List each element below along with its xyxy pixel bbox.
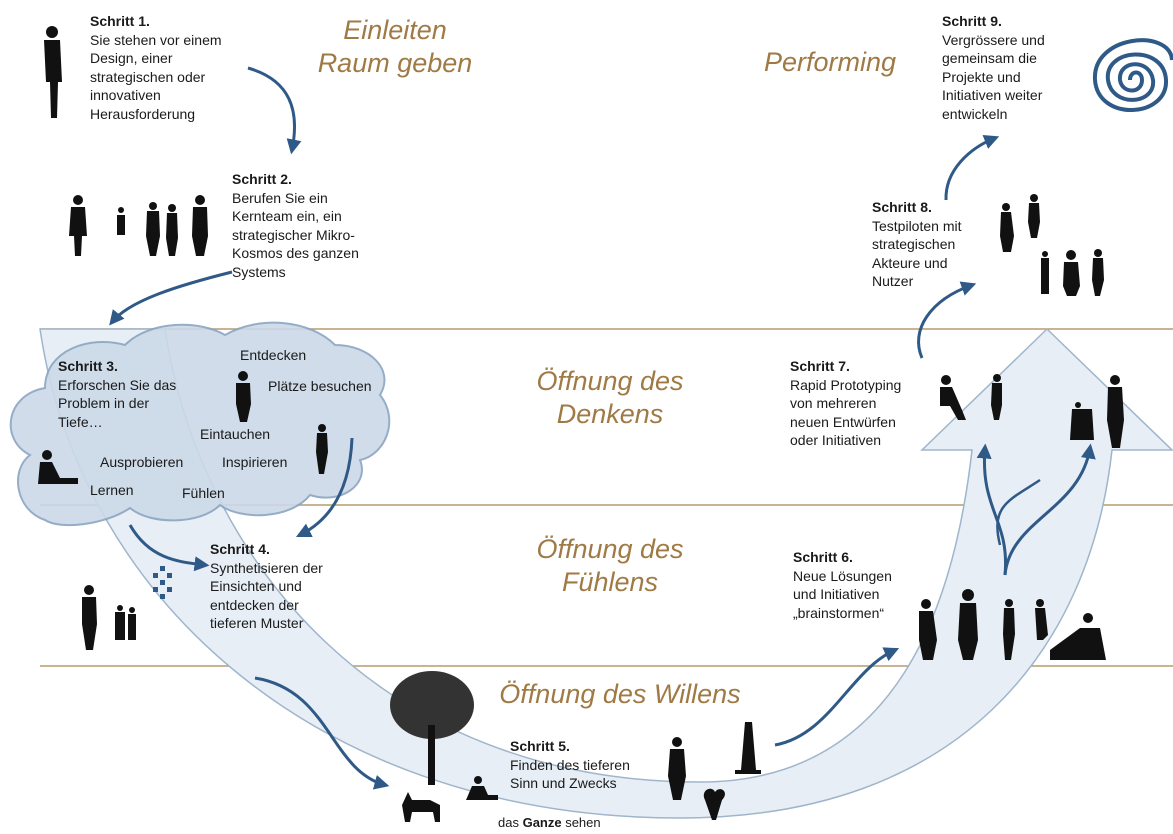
phase-fuehlen-line1: Öffnung des <box>536 534 684 564</box>
person-silhouette-step1 <box>44 26 62 118</box>
step-9: Schritt 9. Vergrössere und gemeinsam die… <box>942 12 1092 123</box>
bottom-note-post: sehen <box>561 815 601 830</box>
step-2-text: Berufen Sie ein Kernteam ein, ein strate… <box>232 189 359 280</box>
person-silhouette-step5 <box>668 737 686 800</box>
cloud-word-eintauchen: Eintauchen <box>200 426 271 442</box>
arrow-6-to-7a <box>976 443 1008 576</box>
spiral-icon <box>1092 38 1173 112</box>
lighthouse-icon <box>735 722 761 774</box>
group-silhouette-step4 <box>82 585 136 650</box>
phase-einleiten-line2: Raum geben <box>317 48 473 78</box>
arrow-6-to-7c <box>996 478 1041 546</box>
step-5-text: Finden des tieferen Sinn und Zwecks <box>510 756 630 792</box>
step-8-title: Schritt 8. <box>872 199 932 215</box>
arrow-5-to-6 <box>774 647 900 747</box>
arrow-3-to-4 <box>128 524 210 572</box>
cat-icon <box>402 792 440 822</box>
arrow-6-to-7b <box>1003 443 1096 576</box>
phase-einleiten-line1: Einleiten <box>343 15 447 45</box>
cloud-word-fuehlen: Fühlen <box>182 485 225 501</box>
arrow-cloud-to-4 <box>295 437 354 538</box>
person-silhouette-step3 <box>38 450 78 484</box>
bush-icon <box>703 788 725 820</box>
step-7-title: Schritt 7. <box>790 358 850 374</box>
step-8-text: Testpiloten mit strategischen Akteure un… <box>872 217 962 290</box>
step-1-title: Schritt 1. <box>90 13 150 29</box>
group-silhouette-step8 <box>1000 194 1104 296</box>
arrow-2-to-3 <box>109 270 233 326</box>
step-5-title: Schritt 5. <box>510 738 570 754</box>
cloud-word-entdecken: Entdecken <box>240 347 307 363</box>
cloud-word-lernen: Lernen <box>90 482 134 498</box>
arrow-8-to-9 <box>944 134 1000 201</box>
step-7-text: Rapid Prototyping von mehreren neuen Ent… <box>790 376 902 449</box>
step-3-title: Schritt 3. <box>58 358 118 374</box>
arrow-4-to-5 <box>254 676 390 790</box>
group-silhouette-step7 <box>940 374 1124 448</box>
step-3-text: Erforschen Sie das Problem in der Tiefe… <box>58 376 177 430</box>
step-9-text: Vergrössere und gemeinsam die Projekte u… <box>942 31 1045 122</box>
step-9-title: Schritt 9. <box>942 13 1002 29</box>
phase-willen: Öffnung des Willens <box>499 679 741 709</box>
step-6-text: Neue Lösungen und Initiativen „brainstor… <box>793 567 892 621</box>
step-4-text: Synthetisieren der Einsichten und entdec… <box>210 559 323 632</box>
step-7: Schritt 7. Rapid Prototyping von mehrere… <box>790 357 930 450</box>
step-4: Schritt 4. Synthetisieren der Einsichten… <box>210 540 380 633</box>
step-2-title: Schritt 2. <box>232 171 292 187</box>
step-4-title: Schritt 4. <box>210 541 270 557</box>
bottom-note-bold: Ganze <box>522 815 562 830</box>
step-1: Schritt 1. Sie stehen vor einem Design, … <box>90 12 270 123</box>
person-silhouette-cloud-1 <box>236 371 251 422</box>
bottom-note-pre: das <box>498 815 523 830</box>
phase-fuehlen-line2: Fühlens <box>561 567 659 597</box>
step-3: Schritt 3. Erforschen Sie das Problem in… <box>58 357 218 431</box>
phase-denken: Öffnung des Denkens <box>500 365 720 431</box>
step-5: Schritt 5. Finden des tieferen Sinn und … <box>510 737 670 793</box>
phase-denken-line1: Öffnung des <box>536 366 684 396</box>
cloud-word-plaetze: Plätze besuchen <box>268 378 372 394</box>
arrow-1-to-2 <box>247 66 302 155</box>
arrow-7-to-8 <box>917 281 977 359</box>
phase-einleiten: Einleiten Raum geben <box>300 14 490 80</box>
step-2: Schritt 2. Berufen Sie ein Kernteam ein,… <box>232 170 402 281</box>
group-silhouette-step6 <box>919 589 1106 660</box>
phase-performing: Performing <box>763 47 897 77</box>
phase-denken-line2: Denkens <box>556 399 664 429</box>
step-8: Schritt 8. Testpiloten mit strategischen… <box>872 198 992 291</box>
cloud-word-ausprobieren: Ausprobieren <box>100 454 184 470</box>
person-silhouette-step5-sitting <box>466 776 498 800</box>
cloud-word-inspirieren: Inspirieren <box>222 454 288 470</box>
cloud <box>9 321 391 527</box>
tree-icon <box>390 671 474 785</box>
step-1-text: Sie stehen vor einem Design, einer strat… <box>90 31 222 122</box>
person-silhouette-cloud-2 <box>316 424 328 474</box>
step-6: Schritt 6. Neue Lösungen und Initiativen… <box>793 548 923 622</box>
puzzle-pixels-icon <box>153 566 172 599</box>
bottom-note: das Ganze sehen <box>498 815 601 830</box>
group-silhouette-step2 <box>69 195 208 256</box>
step-6-title: Schritt 6. <box>793 549 853 565</box>
phase-fuehlen: Öffnung des Fühlens <box>500 533 720 599</box>
